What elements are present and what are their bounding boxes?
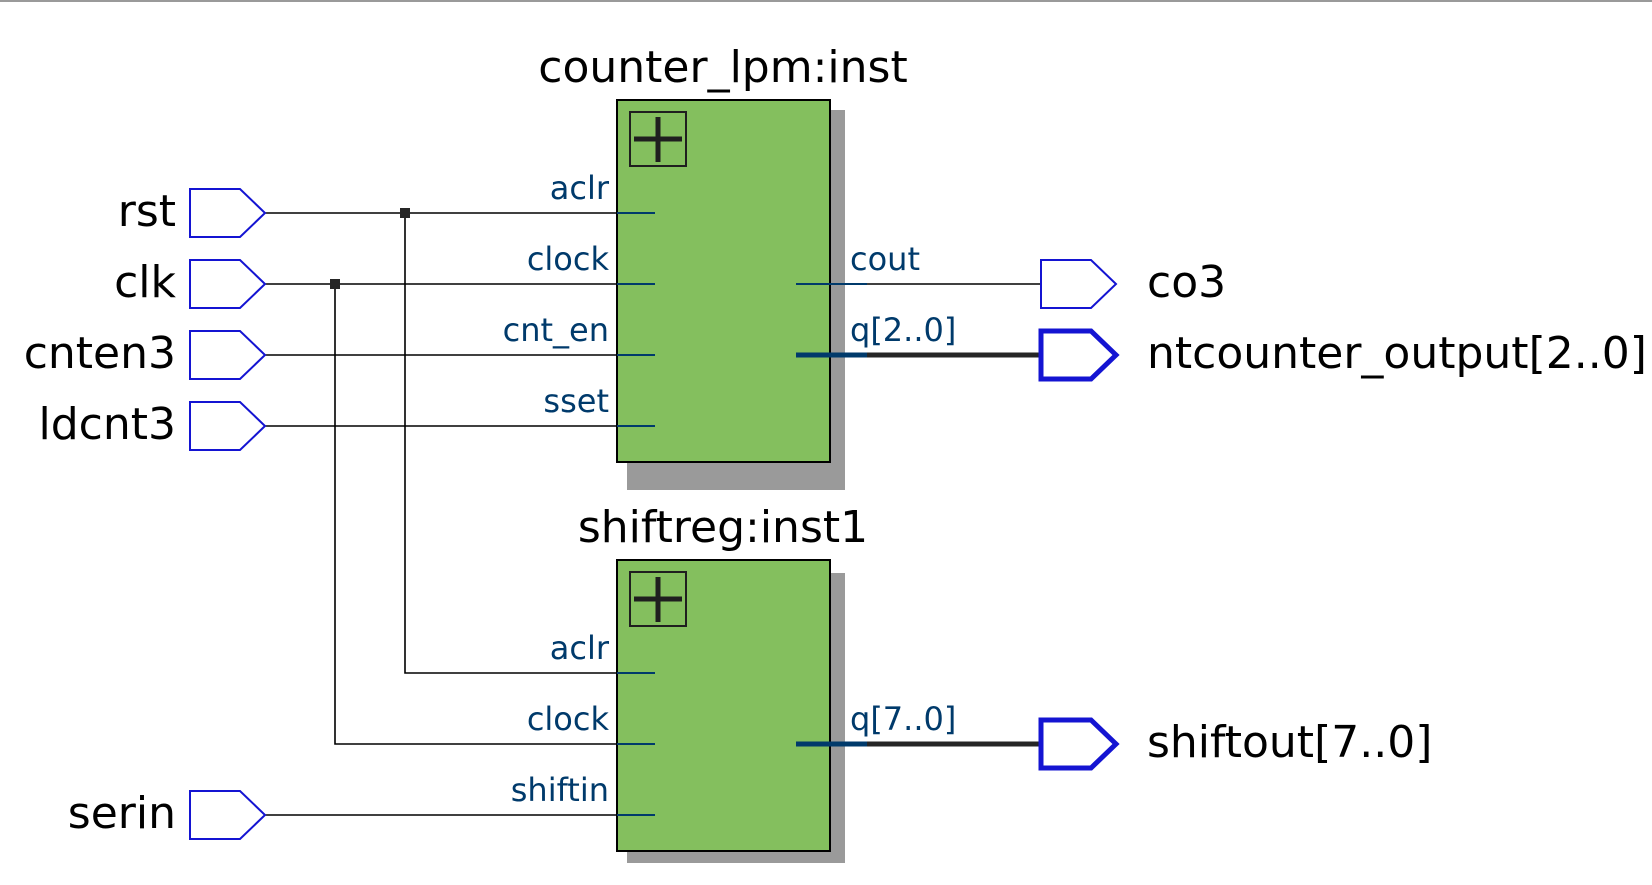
wire-clk-branch — [334, 284, 617, 745]
port-label-cnt-en: cnt_en — [503, 311, 609, 349]
input-pin-label: clk — [114, 257, 176, 308]
port-label-q: q[7..0] — [850, 700, 956, 738]
output-pin-label: shiftout[7..0] — [1147, 717, 1432, 768]
junction-rst — [400, 208, 410, 218]
input-pin-label: rst — [118, 186, 176, 237]
input-pin-label: serin — [68, 788, 176, 839]
input-pin-icon — [189, 188, 267, 238]
plus-box-icon[interactable] — [629, 111, 687, 167]
output-pin-label: co3 — [1147, 257, 1226, 308]
port-label-aclr: aclr — [550, 629, 610, 667]
plus-box-icon[interactable] — [629, 571, 687, 627]
port-label-clock: clock — [527, 240, 610, 278]
wire-rst-branch — [404, 213, 617, 674]
input-pin-icon — [189, 259, 267, 309]
shiftreg-block-title: shiftreg:inst1 — [578, 502, 868, 553]
output-pin-icon — [1038, 328, 1120, 382]
input-pin-label: ldcnt3 — [39, 399, 176, 450]
input-pin-cnten3[interactable]: cnten3 — [24, 328, 267, 380]
port-label-cout: cout — [850, 240, 920, 278]
counter-block-body[interactable] — [616, 99, 831, 463]
input-pin-icon — [189, 330, 267, 380]
wires — [265, 212, 1041, 816]
counter-block-title: counter_lpm:inst — [538, 42, 907, 93]
input-pin-serin[interactable]: serin — [68, 788, 267, 840]
output-pin-label: ntcounter_output[2..0] — [1147, 328, 1647, 379]
shiftreg-block-body[interactable] — [616, 559, 831, 852]
output-pin-ntcounter-output[interactable]: ntcounter_output[2..0] — [1038, 328, 1647, 382]
port-label-sset: sset — [543, 382, 609, 420]
shiftreg-block[interactable]: shiftreg:inst1 aclr clock shiftin q[7..0… — [511, 502, 957, 863]
junction-clk — [330, 279, 340, 289]
input-pin-ldcnt3[interactable]: ldcnt3 — [39, 399, 267, 451]
output-pin-co3[interactable]: co3 — [1040, 257, 1226, 309]
input-pin-label: cnten3 — [24, 328, 176, 379]
port-label-aclr: aclr — [550, 169, 610, 207]
port-label-q: q[2..0] — [850, 311, 956, 349]
output-pin-icon — [1040, 259, 1118, 309]
port-label-shiftin: shiftin — [511, 771, 609, 809]
port-label-clock: clock — [527, 700, 610, 738]
input-pin-icon — [189, 790, 267, 840]
buses — [867, 352, 1041, 747]
input-pin-rst[interactable]: rst — [118, 186, 267, 238]
output-pin-icon — [1038, 717, 1120, 771]
input-pin-clk[interactable]: clk — [114, 257, 267, 309]
input-pin-icon — [189, 401, 267, 451]
counter-block[interactable]: counter_lpm:inst aclr clock cnt_en sset … — [503, 42, 957, 490]
output-pin-shiftout[interactable]: shiftout[7..0] — [1038, 717, 1432, 771]
